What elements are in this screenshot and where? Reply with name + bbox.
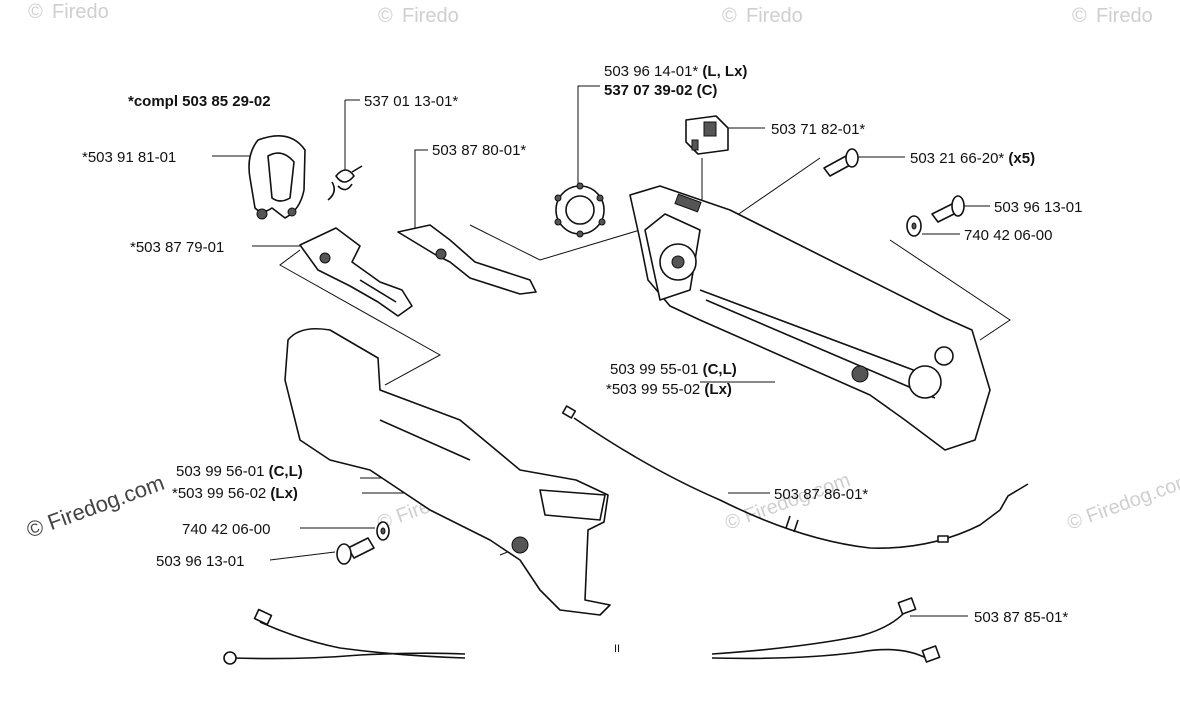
label-503718201: 503 71 82-01* — [771, 121, 865, 138]
label-503878501: 503 87 85-01* — [974, 609, 1068, 626]
watermark-partial-4: Firedo — [1096, 5, 1153, 27]
label-503995502-number: *503 99 55-02 — [606, 381, 700, 398]
label-503995602: *503 99 56-02 (Lx) — [172, 485, 298, 502]
watermark-copyright-2: © — [378, 5, 393, 27]
spring-part — [327, 165, 363, 201]
watermarks: © Firedo © Firedo © Firedo © Firedo © Fi… — [23, 1, 1180, 543]
watermark-copyright-1: © — [28, 1, 43, 23]
label-503995502: *503 99 55-02 (Lx) — [606, 381, 732, 398]
label-503995602-variant: (Lx) — [270, 485, 298, 502]
washer-hole-left — [380, 527, 386, 535]
label-503995502-variant: (Lx) — [704, 381, 732, 398]
star-ring-part — [554, 182, 606, 238]
label-503995601: 503 99 56-01 (C,L) — [176, 463, 303, 480]
wire-break-mark: II — [614, 643, 620, 655]
throttle-cable-part — [561, 405, 1029, 549]
screw-part-x5 — [823, 148, 859, 177]
label-503878001: 503 87 80-01* — [432, 142, 526, 159]
screw-part-left — [336, 537, 375, 565]
watermark-partial-2: Firedo — [402, 5, 459, 27]
screw-part-right — [931, 195, 965, 223]
handle-half-left-part — [284, 327, 611, 616]
watermark-copyright-4: © — [1072, 5, 1087, 27]
label-503961401-variant: (L, Lx) — [702, 63, 747, 80]
clip-bracket-part — [248, 134, 306, 220]
stop-wire-right-part — [711, 597, 941, 663]
label-503995602-number: *503 99 56-02 — [172, 485, 266, 502]
label-503961401: 503 96 14-01* (L, Lx) — [604, 63, 747, 80]
label-503216620-number: 503 21 66-20* — [910, 150, 1004, 167]
label-503995601-variant: (C,L) — [269, 463, 303, 480]
watermark-right: © Firedog.com — [1064, 469, 1180, 535]
label-740420600-right: 740 42 06-00 — [964, 227, 1052, 244]
label-740420600-left: 740 42 06-00 — [182, 521, 270, 538]
label-503995501-variant: (C,L) — [703, 361, 737, 378]
label-537011301: 537 01 13-01* — [364, 93, 458, 110]
label-503878601: 503 87 86-01* — [774, 486, 868, 503]
label-503216620-qty: (x5) — [1008, 150, 1035, 167]
watermark-main: © Firedog.com — [23, 470, 167, 543]
label-503995601-number: 503 99 56-01 — [176, 463, 264, 480]
washer-hole-right — [911, 222, 917, 230]
stop-wire-left-part — [223, 608, 466, 665]
label-503995501-number: 503 99 55-01 — [610, 361, 698, 378]
throttle-lever-part — [299, 227, 413, 317]
label-503961301-right: 503 96 13-01 — [994, 199, 1082, 216]
lockout-lever-part — [397, 224, 537, 295]
label-503216620: 503 21 66-20* (x5) — [910, 150, 1035, 167]
watermark-copyright-3: © — [722, 5, 737, 27]
part-labels: *compl 503 85 29-02 537 01 13-01* *503 9… — [82, 63, 1082, 655]
stop-switch-part — [685, 115, 729, 155]
label-compl-503852902: *compl 503 85 29-02 — [128, 93, 271, 110]
label-503877901: *503 87 79-01 — [130, 239, 224, 256]
label-503918101: *503 91 81-01 — [82, 149, 176, 166]
watermark-partial-1: Firedo — [52, 1, 109, 23]
label-503961301-left: 503 96 13-01 — [156, 553, 244, 570]
watermark-partial-3: Firedo — [746, 5, 803, 27]
handle-half-right-part — [629, 185, 991, 451]
label-537073902: 537 07 39-02 (C) — [604, 82, 717, 99]
label-503995501: 503 99 55-01 (C,L) — [610, 361, 737, 378]
label-503961401-number: 503 96 14-01* — [604, 63, 698, 80]
